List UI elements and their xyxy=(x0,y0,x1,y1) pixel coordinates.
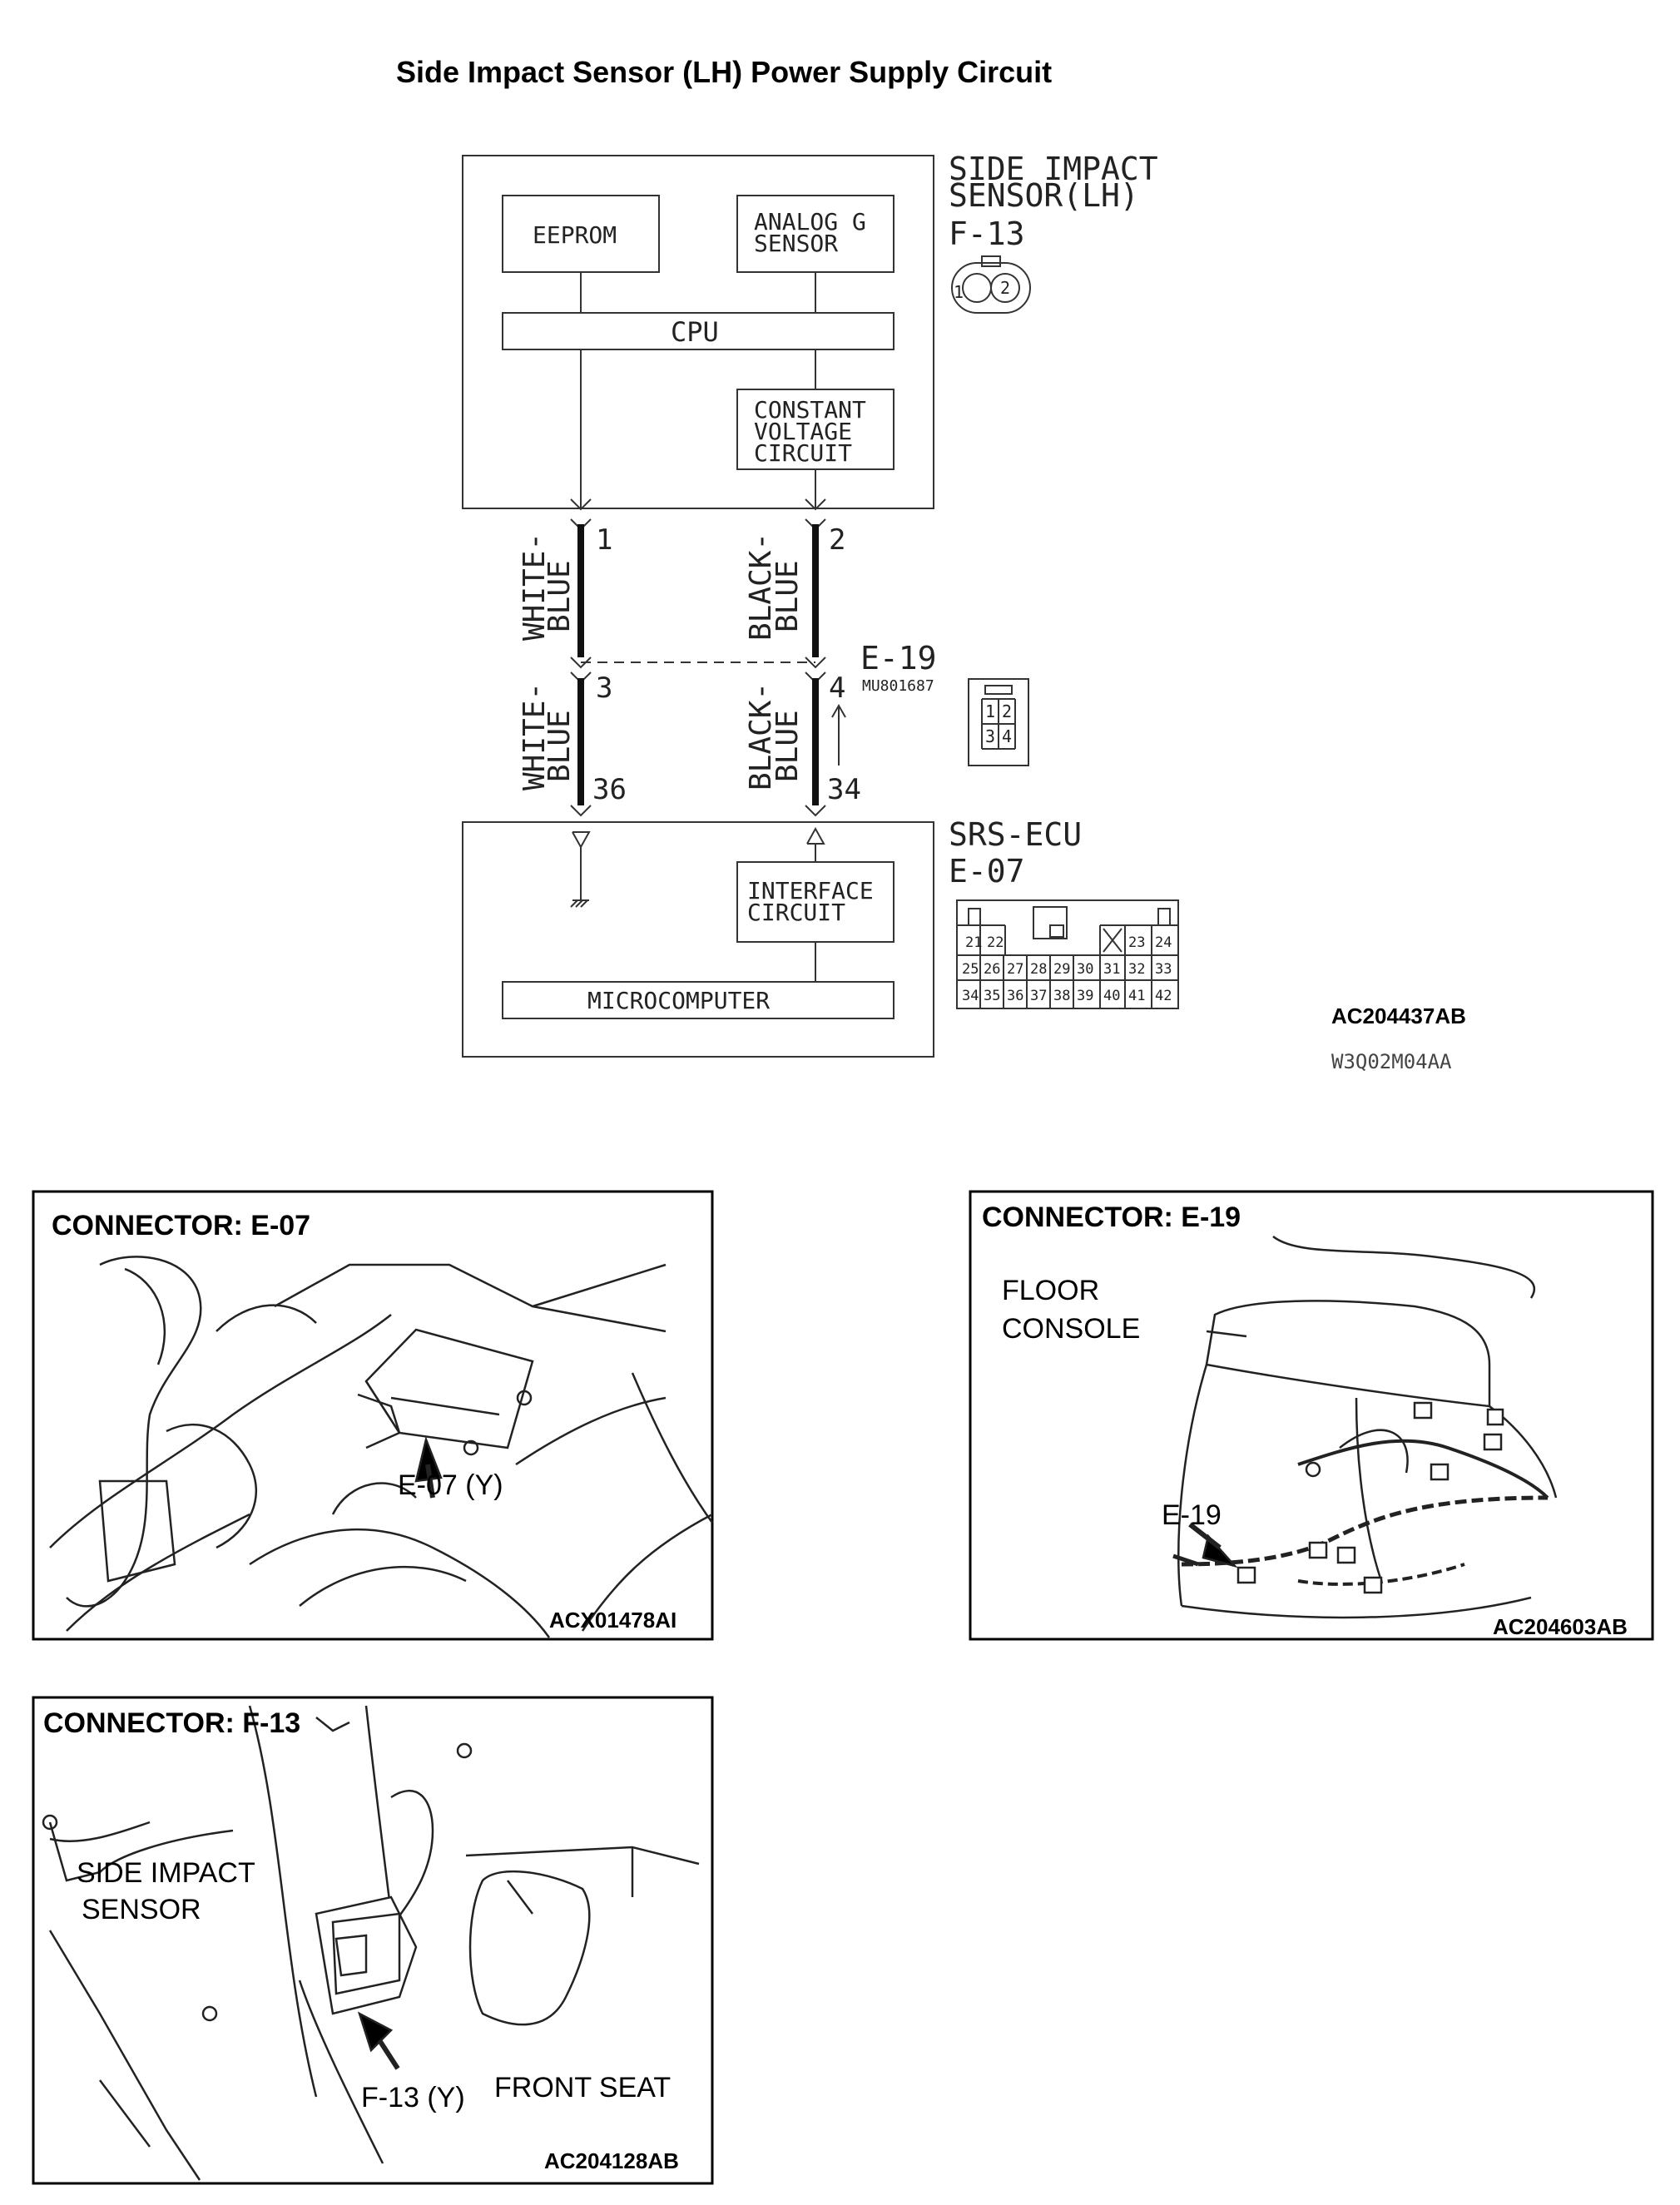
e07-pin: 36 xyxy=(1007,988,1023,1004)
wire-left-lower-2: BLUE xyxy=(543,710,577,782)
f13-seat-label: FRONT SEAT xyxy=(494,2072,671,2103)
f13-label-line2: SENSOR xyxy=(82,1894,201,1925)
wire-right-upper-1: BLACK- xyxy=(744,533,778,641)
e19-panel-title: CONNECTOR: E-19 xyxy=(982,1202,1241,1233)
e07-pin: 33 xyxy=(1155,961,1172,978)
interface-label-1: INTERFACE xyxy=(747,877,874,904)
e19-pin-3: 3 xyxy=(985,726,995,746)
eeprom-label: EEPROM xyxy=(533,221,617,249)
wire-left-upper-1: WHITE- xyxy=(518,533,552,641)
e07-pin: 23 xyxy=(1128,934,1145,951)
e19-callout: E-19 xyxy=(1162,1499,1222,1531)
wire-right-lower-2: BLUE xyxy=(771,710,805,782)
e07-pin: 26 xyxy=(984,961,1000,978)
e07-pin: 42 xyxy=(1155,988,1172,1004)
e07-pin: 21 xyxy=(965,934,982,951)
e07-pin: 29 xyxy=(1053,961,1070,978)
e07-pin: 40 xyxy=(1103,988,1120,1004)
cv-label-2: VOLTAGE xyxy=(754,418,852,445)
microcomputer-box xyxy=(502,981,895,1019)
f13-connector-icon xyxy=(951,255,1031,314)
e07-pin: 38 xyxy=(1053,988,1070,1004)
pin-4: 4 xyxy=(829,671,845,705)
ecu-connector-id: E-07 xyxy=(949,853,1025,889)
wire-right-upper-2: BLUE xyxy=(771,560,805,632)
e07-connector-icon xyxy=(956,899,1179,1009)
e07-figure-code: ACX01478AI xyxy=(549,1608,676,1633)
sensor-connector-id: F-13 xyxy=(949,216,1025,252)
f13-pin-1: 1 xyxy=(954,282,964,302)
cpu-box xyxy=(502,312,895,350)
e07-pin: 37 xyxy=(1030,988,1047,1004)
cv-label-3: CIRCUIT xyxy=(754,439,852,467)
e07-pin: 22 xyxy=(987,934,1004,951)
e07-pin: 41 xyxy=(1128,988,1145,1004)
e19-pin-1: 1 xyxy=(985,701,995,721)
panel-e19: CONNECTOR: E-19 FLOOR CONSOLE E-19 AC204… xyxy=(969,1190,1654,1641)
analog-label-1: ANALOG G xyxy=(754,208,866,235)
f13-panel-title: CONNECTOR: F-13 xyxy=(43,1707,300,1739)
e07-pin: 32 xyxy=(1128,961,1145,978)
schematic-text: SIDE IMPACT SENSOR(LH) F-13 EEPROM ANALO… xyxy=(518,151,1466,1073)
cpu-label: CPU xyxy=(671,316,719,348)
interface-label-2: CIRCUIT xyxy=(747,899,845,926)
pin-1: 1 xyxy=(596,523,612,557)
e07-pin: 39 xyxy=(1077,988,1093,1004)
e07-pin: 34 xyxy=(962,988,979,1004)
e07-pin: 24 xyxy=(1155,934,1172,951)
f13-pin-2: 2 xyxy=(1000,278,1010,298)
sensor-name-line2: SENSOR(LH) xyxy=(949,177,1139,214)
e19-illustration xyxy=(1172,1236,1558,1619)
e07-pins: 21 22 23 24 25 26 27 28 29 30 31 32 33 3… xyxy=(962,934,1172,1004)
wire-right-lower-1: BLACK- xyxy=(744,682,778,790)
schematic xyxy=(462,155,1179,1058)
e19-figure-code: AC204603AB xyxy=(1493,1614,1628,1639)
sensor-box xyxy=(462,155,934,509)
wire-left-lower-1: WHITE- xyxy=(518,682,552,790)
f13-callout: F-13 (Y) xyxy=(361,2082,465,2113)
f13-figure-code: AC204128AB xyxy=(544,2148,679,2173)
e19-pin-2: 2 xyxy=(1002,701,1012,721)
cv-label-1: CONSTANT xyxy=(754,396,866,424)
schematic-figure-code-2: W3Q02M04AA xyxy=(1331,1050,1452,1073)
e07-callout: E-07 (Y) xyxy=(398,1469,503,1501)
e19-pin-4: 4 xyxy=(1002,726,1012,746)
srs-ecu-box xyxy=(462,821,934,1058)
pin-34: 34 xyxy=(827,773,861,806)
e07-pin: 25 xyxy=(962,961,979,978)
pin-36: 36 xyxy=(592,773,627,806)
e07-panel-title: CONNECTOR: E-07 xyxy=(52,1210,310,1241)
analog-label-2: SENSOR xyxy=(754,230,838,257)
e07-pin: 28 xyxy=(1030,961,1047,978)
e07-pin: 27 xyxy=(1007,961,1023,978)
e19-label-line2: CONSOLE xyxy=(1002,1313,1140,1345)
sensor-name-line1: SIDE IMPACT xyxy=(949,151,1158,187)
schematic-figure-code: AC204437AB xyxy=(1331,1003,1466,1028)
e19-connector-icon xyxy=(968,678,1029,766)
f13-label-line1: SIDE IMPACT xyxy=(77,1857,255,1889)
microcomputer-label: MICROCOMPUTER xyxy=(587,987,770,1014)
wire-left-upper-2: BLUE xyxy=(543,560,577,632)
e19-connector-id: E-19 xyxy=(860,640,937,676)
pin-2: 2 xyxy=(829,523,845,557)
e19-label-line1: FLOOR xyxy=(1002,1275,1099,1306)
f13-illustration xyxy=(42,1705,700,2181)
ecu-name: SRS-ECU xyxy=(949,816,1082,853)
e19-part-number: MU801687 xyxy=(862,677,934,695)
page-title: Side Impact Sensor (LH) Power Supply Cir… xyxy=(396,55,1053,89)
pin-3: 3 xyxy=(596,671,612,705)
panel-e07: CONNECTOR: E-07 E-07 (Y) ACX01478AI xyxy=(32,1190,714,1641)
e07-pin: 35 xyxy=(984,988,1000,1004)
e07-pin: 30 xyxy=(1077,961,1093,978)
e07-illustration xyxy=(49,1256,714,1638)
panel-f13: CONNECTOR: F-13 SIDE IMPACT SENSOR F-13 … xyxy=(32,1696,714,2185)
e07-pin: 31 xyxy=(1103,961,1120,978)
